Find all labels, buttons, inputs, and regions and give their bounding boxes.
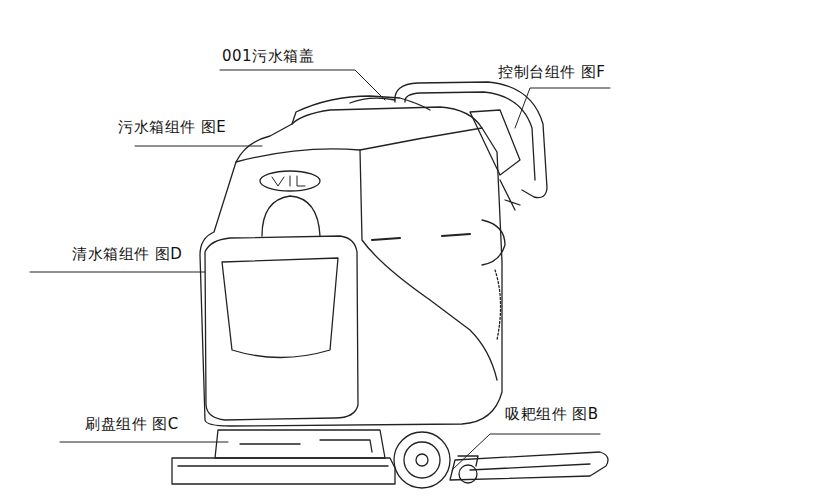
leader-lines [30,70,610,470]
part-label: 控制台组件 图F [498,63,605,81]
brush-deck [172,458,395,484]
brush-deck-edge [178,465,388,466]
machine-body [200,107,502,426]
part-label: 污水箱组件 图E [118,118,226,136]
wheel-hub [416,454,428,466]
lever [500,180,520,210]
dirty-tank-lid [292,96,430,124]
squeegee [450,452,608,480]
wheel-rim [404,442,440,478]
tank-seam [236,128,482,162]
logo-oval [260,171,320,191]
tank-window [262,196,320,236]
part-label: 001污水箱盖 [222,47,314,65]
brush-detail [240,440,372,452]
part-label: 清水箱组件 图D [72,245,182,263]
control-panel [470,110,520,175]
caster-fork [458,456,478,466]
wheel [394,432,450,488]
caster [459,465,477,483]
body-seam [360,150,497,380]
part-label: 吸耙组件 图B [505,405,599,423]
handle-inner [405,92,535,180]
handle [395,82,547,198]
hose [495,270,501,340]
logo-mark [272,176,305,186]
lid-detail [350,98,395,103]
squeegee-edge [470,464,590,470]
side-cover [482,220,505,265]
clean-tank-recess [222,258,338,358]
part-label: 刷盘组件 图C [85,415,179,433]
clean-tank-front [205,236,358,420]
brush-housing [215,430,385,458]
side-marks [372,234,470,240]
